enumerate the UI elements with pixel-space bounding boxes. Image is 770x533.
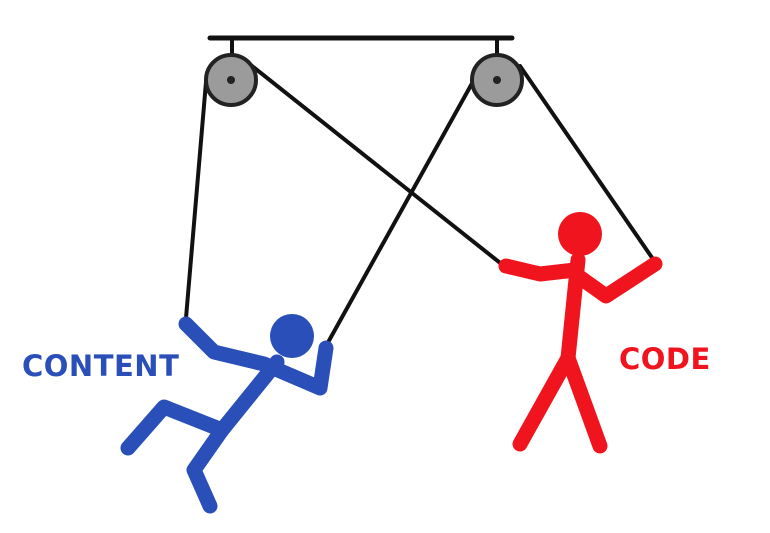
ropes [184,64,657,348]
content-label: CONTENT [22,349,180,383]
code-figure-icon [498,212,663,454]
pulley-left-icon [204,53,258,107]
rope-left-down [184,80,208,320]
rope-right-cross [324,76,477,348]
pulley-right-icon [470,53,524,107]
content-figure-icon [120,314,334,514]
rope-right-down [518,64,657,264]
code-label: CODE [619,342,711,376]
rope-left-cross [250,64,506,268]
overhead-bar [207,35,515,56]
